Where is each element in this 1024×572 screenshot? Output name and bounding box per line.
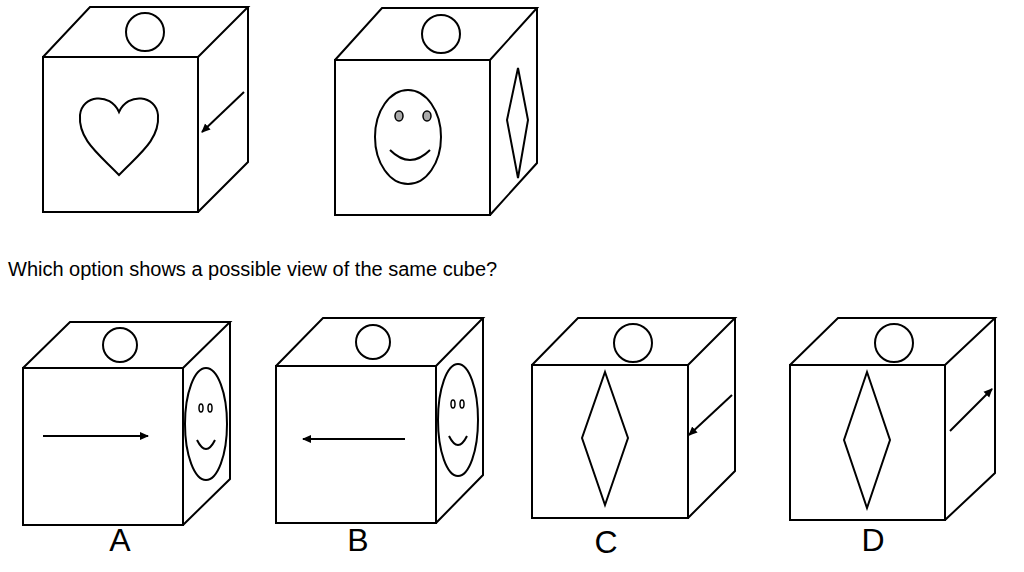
option-letter: C xyxy=(586,524,626,560)
question-text: Which option shows a possible view of th… xyxy=(8,257,528,281)
option-c-cube xyxy=(532,318,735,518)
option-a-cube xyxy=(23,322,230,525)
option-b-cube xyxy=(276,318,483,523)
option-d-cube xyxy=(790,318,995,520)
option-letter: D xyxy=(853,522,893,558)
option-letter: A xyxy=(100,522,140,558)
option-letter: B xyxy=(338,522,378,558)
cube-one xyxy=(43,7,248,212)
cube-two xyxy=(335,8,537,215)
